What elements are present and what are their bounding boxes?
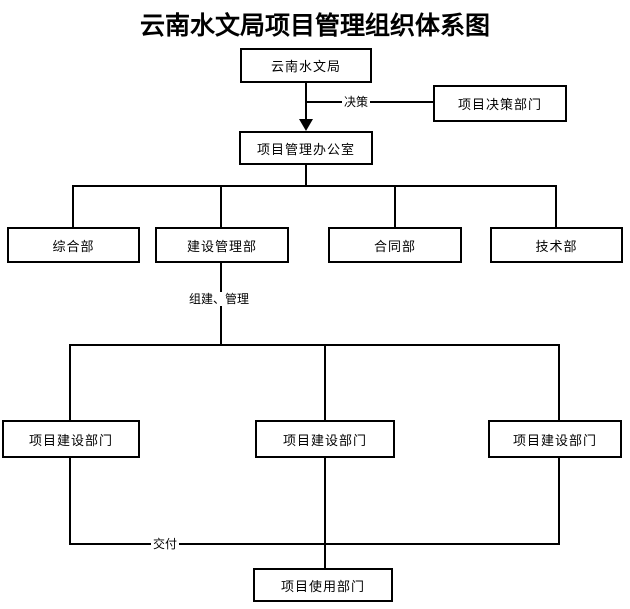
drop-to-project-construction-1 (69, 344, 71, 420)
collector-line-bottom (69, 543, 560, 545)
node-label: 建设管理部 (186, 238, 257, 254)
node-project-user-dept: 项目使用部门 (253, 568, 393, 602)
node-project-construction-dept-2: 项目建设部门 (255, 420, 395, 458)
node-construction-mgmt-dept: 建设管理部 (155, 227, 289, 263)
distribution-line-row1 (72, 185, 557, 187)
connector-project-construction-3-down (558, 458, 560, 545)
node-label: 技术部 (535, 238, 578, 254)
drop-to-technical-dept (555, 185, 557, 227)
node-label: 项目管理办公室 (256, 141, 355, 157)
connector-project-construction-2-down (324, 458, 326, 568)
distribution-line-row2 (69, 344, 560, 346)
node-label: 项目建设部门 (512, 432, 597, 448)
node-label: 项目决策部门 (457, 97, 542, 112)
edge-label-organize-manage: 组建、管理 (187, 292, 252, 306)
node-label: 合同部 (373, 238, 416, 254)
edge-label-decision: 决策 (342, 95, 371, 109)
node-label: 项目建设部门 (282, 432, 367, 448)
page-title: 云南水文局项目管理组织体系图 (139, 13, 490, 40)
node-label: 项目使用部门 (280, 578, 365, 594)
drop-to-general-dept (72, 185, 74, 227)
connector-pmo-down (305, 165, 307, 186)
node-yunnan-hydrology-bureau: 云南水文局 (240, 48, 372, 83)
drop-to-contract-dept (394, 185, 396, 227)
arrowhead-into-pmo (299, 119, 313, 131)
node-label: 综合部 (52, 238, 95, 254)
node-project-management-office: 项目管理办公室 (239, 131, 373, 165)
node-contract-dept: 合同部 (328, 227, 462, 263)
connector-project-construction-1-down (69, 458, 71, 545)
drop-to-project-construction-3 (558, 344, 560, 420)
drop-to-project-construction-2 (324, 344, 326, 420)
node-project-decision-dept: 项目决策部门 (433, 85, 567, 122)
node-project-construction-dept-1: 项目建设部门 (2, 420, 140, 458)
node-technical-dept: 技术部 (490, 227, 623, 263)
drop-to-construction-mgmt-dept (220, 185, 222, 227)
edge-label-handover: 交付 (151, 537, 180, 551)
node-label: 云南水文局 (270, 59, 341, 74)
node-label: 项目建设部门 (28, 432, 113, 448)
node-project-construction-dept-3: 项目建设部门 (488, 420, 622, 458)
node-general-dept: 综合部 (7, 227, 140, 263)
